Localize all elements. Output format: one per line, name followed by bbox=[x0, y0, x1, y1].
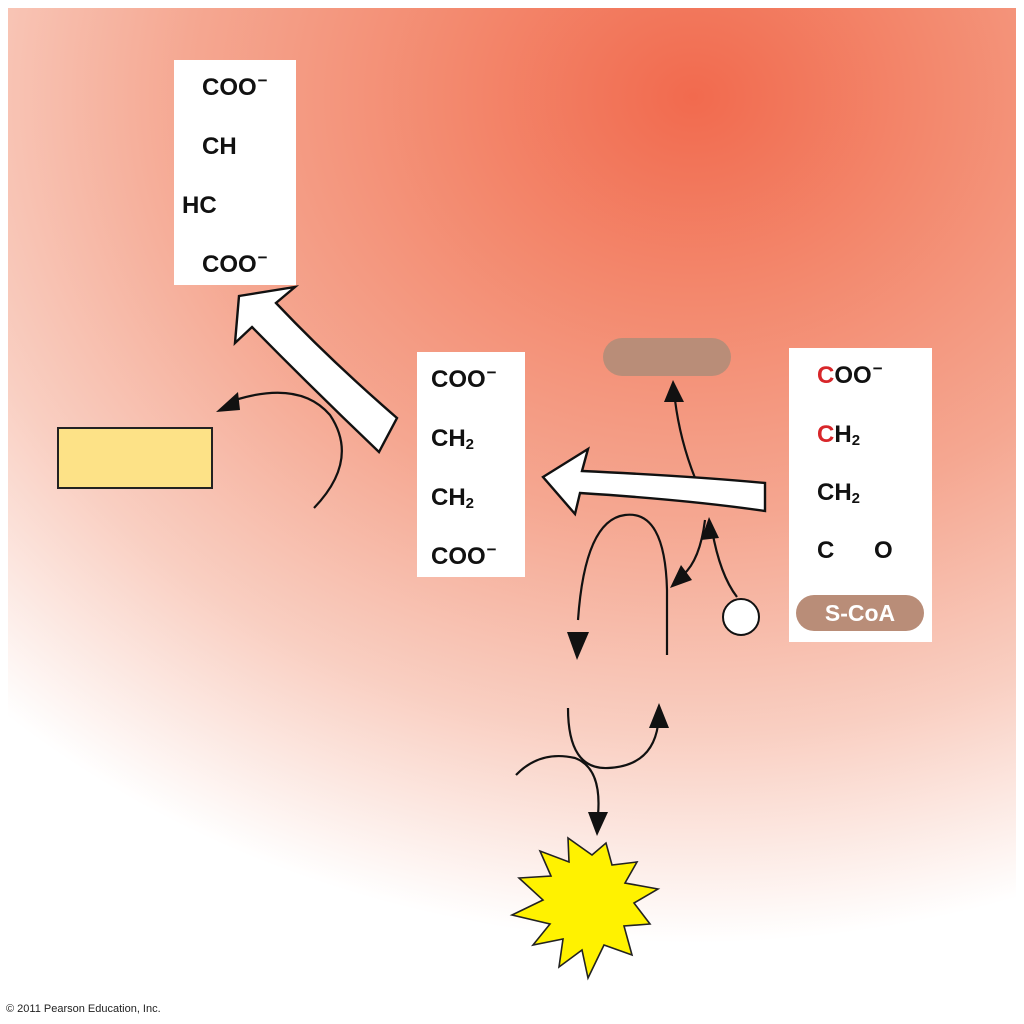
arrowhead-to-brown-pill bbox=[664, 380, 684, 402]
brown-pill bbox=[603, 338, 731, 376]
succinate-panel: COO− CH2 CH2 COO− bbox=[417, 352, 525, 577]
succinate-top: COO− bbox=[431, 363, 497, 393]
arrowhead-lower-right bbox=[649, 703, 669, 728]
phosphate-circle bbox=[722, 598, 760, 636]
fumarate-bottom: COO− bbox=[202, 248, 268, 278]
arrowhead-lower-left bbox=[588, 812, 608, 836]
fumarate-hc: HC bbox=[182, 192, 217, 219]
scoa-c2: CH2 bbox=[817, 421, 861, 449]
copyright-text: © 2011 Pearson Education, Inc. bbox=[6, 1003, 161, 1015]
curve-lower-left bbox=[515, 754, 600, 816]
arrowhead-loop-left bbox=[567, 632, 589, 660]
arrowhead-ribbon-down bbox=[670, 565, 692, 588]
yellow-box bbox=[57, 427, 213, 489]
arrowhead-phosphate-in bbox=[701, 517, 719, 540]
curve-loop-left bbox=[576, 513, 669, 655]
fumarate-ch: CH bbox=[202, 133, 237, 160]
scoa-carbonyl-c: C bbox=[817, 537, 835, 564]
arrow-succinate-to-fumarate bbox=[233, 285, 399, 454]
succinate-ch2-a: CH2 bbox=[431, 425, 475, 453]
curve-to-brown-pill bbox=[673, 399, 697, 479]
arrowhead-to-yellow-box bbox=[216, 392, 240, 412]
arrow-succinylcoa-to-succinate bbox=[541, 446, 767, 517]
succinate-bottom: COO− bbox=[431, 540, 497, 570]
curve-fad-loop bbox=[234, 391, 343, 509]
scoa-carbonyl-o: O bbox=[874, 537, 893, 564]
curve-lower-right bbox=[566, 707, 660, 770]
energy-star bbox=[509, 836, 661, 981]
scoa-c3: CH2 bbox=[817, 479, 861, 507]
succinate-ch2-b: CH2 bbox=[431, 484, 475, 512]
fumarate-top: COO− bbox=[202, 71, 268, 101]
curve-phosphate-in bbox=[710, 529, 738, 598]
succinylcoa-panel: COO− CH2 CH2 C O bbox=[789, 348, 932, 642]
fumarate-panel: COO− CH HC COO− bbox=[174, 60, 296, 285]
scoa-coa-label: S-CoA bbox=[796, 595, 924, 631]
curve-ribbon-down bbox=[682, 519, 707, 576]
scoa-c1: COO− bbox=[817, 359, 883, 389]
